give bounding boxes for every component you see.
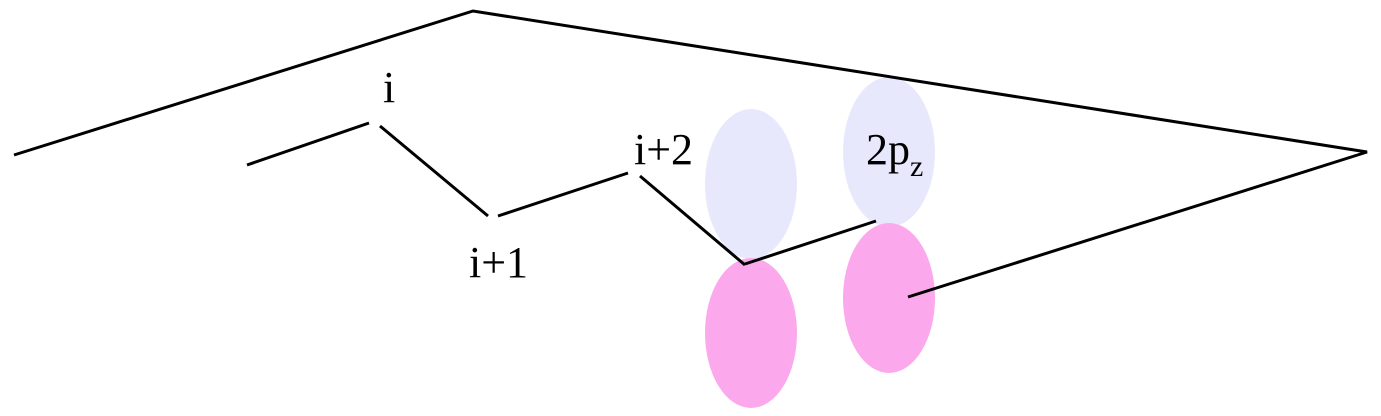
chain-bond-5 (744, 219, 877, 266)
chain-bond-2 (379, 124, 489, 218)
pz-orbital-lower-lobe-right (843, 223, 935, 373)
pz-orbital-upper-lobe-left (705, 109, 797, 259)
pz-orbital-lower-lobe-left (705, 258, 797, 408)
chain-bond-4 (639, 174, 746, 267)
chain-bond-3 (497, 171, 629, 218)
site-label-i-plus-2: i+2 (634, 125, 693, 174)
orbital-label: 2pz (866, 125, 923, 183)
chain-bond-1 (246, 121, 370, 167)
site-label-i: i (383, 63, 395, 112)
outer-envelope-line (13, 9, 1368, 299)
site-label-i-plus-1: i+1 (469, 238, 528, 287)
orbital-label-main: 2p (866, 125, 910, 174)
orbital-label-subscript: z (910, 150, 923, 183)
pz-orbital-upper-lobe-right (843, 77, 935, 227)
